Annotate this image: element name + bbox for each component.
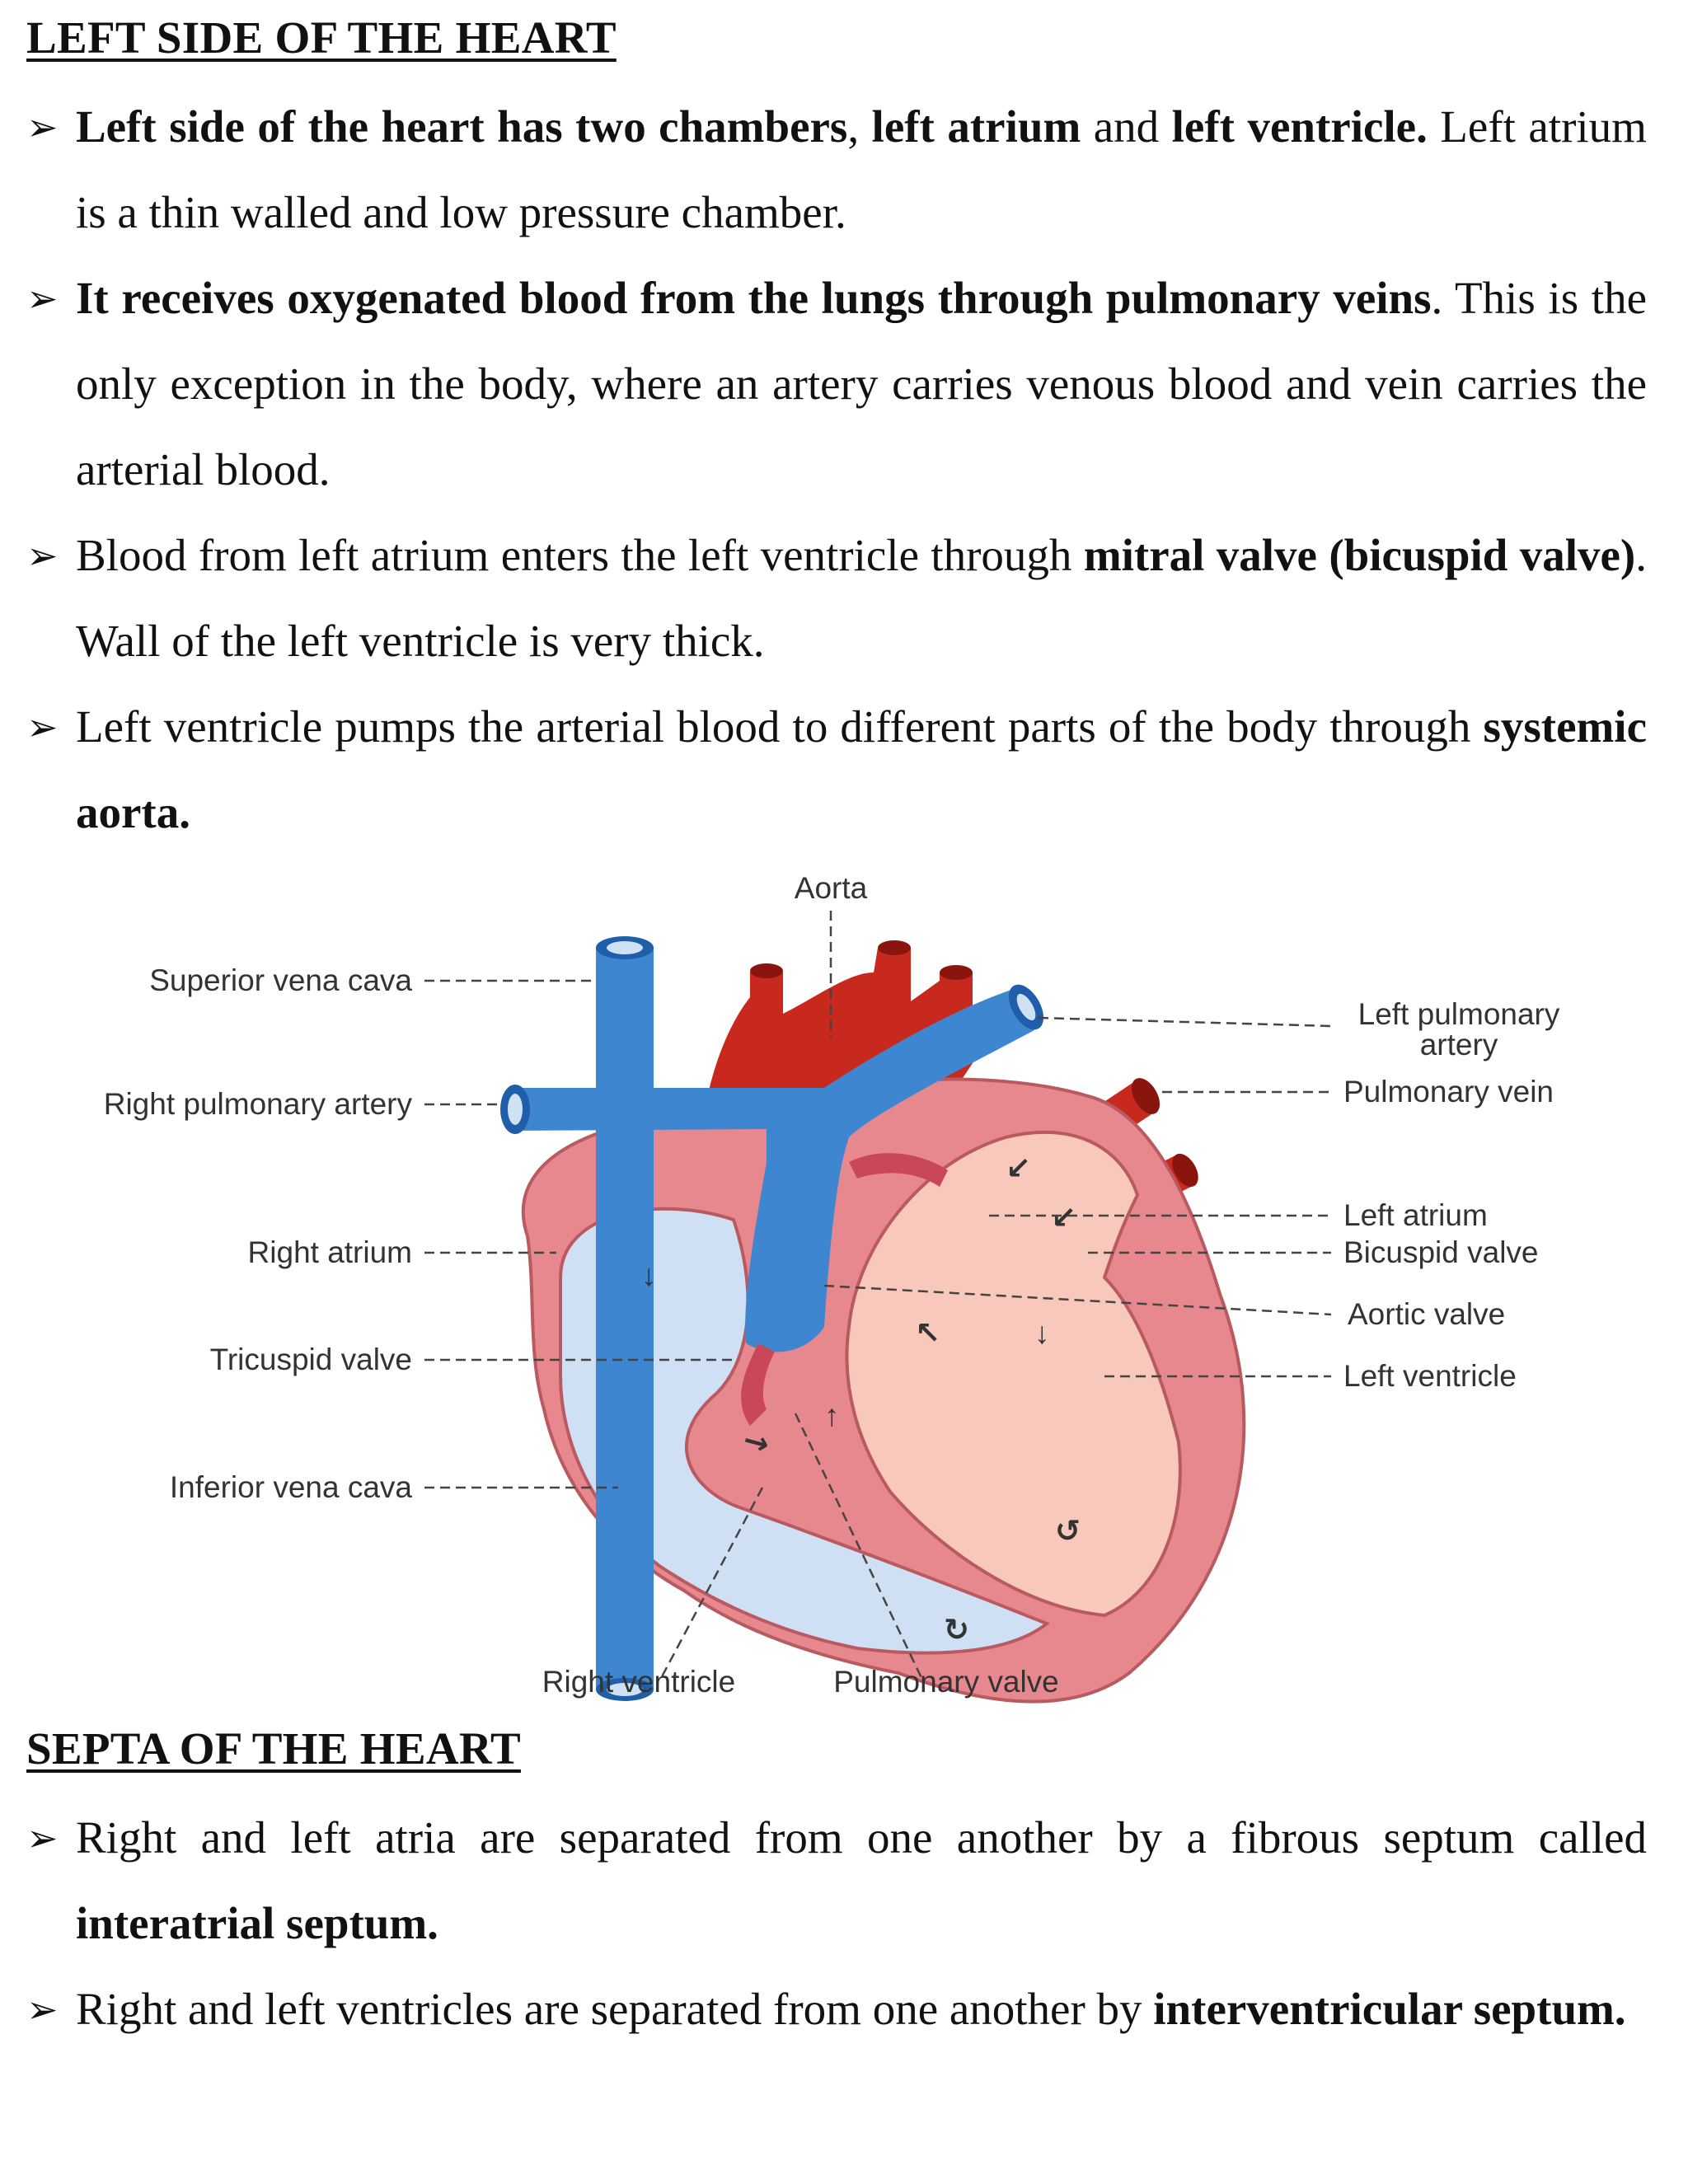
body-text: . Wall of the left ventricle is very thi… (76, 530, 1648, 666)
diagram-labels: Aorta Superior vena cava Right pulmonary… (104, 871, 1560, 1699)
bold-text: mitral valve (bicuspid valve) (1083, 530, 1636, 580)
bullet-arrow-icon: ➢ (26, 105, 59, 149)
svg-text:↙: ↙ (1006, 1151, 1031, 1185)
bold-text: Left side of the heart has two chambers (76, 101, 848, 152)
section-heading-left-side: LEFT SIDE OF THE HEART (26, 12, 617, 63)
leader-lines (424, 911, 1332, 1682)
label-left-pulmonary-artery-line1: Left pulmonary (1358, 997, 1560, 1031)
bold-text: left ventricle. (1171, 101, 1428, 152)
svg-text:↑: ↑ (824, 1399, 840, 1432)
svg-text:↙: ↙ (1051, 1201, 1076, 1235)
label-right-ventricle: Right ventricle (542, 1665, 735, 1699)
bullet-arrow-icon: ➢ (26, 1816, 59, 1860)
label-pulmonary-valve: Pulmonary valve (833, 1665, 1059, 1699)
bullet-list-left-side: ➢ Left side of the heart has two chambers… (26, 84, 1647, 855)
body-text: and (1081, 101, 1172, 152)
section-heading-septa: SEPTA OF THE HEART (26, 1723, 521, 1774)
svg-text:↖: ↖ (915, 1316, 940, 1350)
bullet-item: ➢ Left side of the heart has two chambers… (26, 84, 1647, 255)
label-inferior-vena-cava: Inferior vena cava (170, 1470, 413, 1504)
bold-text: interventricular septum. (1153, 1984, 1626, 2034)
svg-text:↺: ↺ (1055, 1514, 1081, 1548)
label-right-atrium: Right atrium (248, 1235, 412, 1269)
pulmonary-artery-vessel (500, 984, 1044, 1352)
bullet-arrow-icon: ➢ (26, 1987, 59, 2032)
body-text: , (847, 101, 872, 152)
body-text: Right and left ventricles are separated … (76, 1984, 1154, 2034)
bold-text: It receives oxygenated blood from the lu… (76, 273, 1432, 323)
label-aortic-valve: Aortic valve (1348, 1297, 1505, 1331)
svg-text:↓: ↓ (1034, 1316, 1050, 1350)
label-superior-vena-cava: Superior vena cava (149, 963, 412, 997)
label-left-atrium: Left atrium (1343, 1198, 1488, 1232)
bullet-item: ➢ Right and left ventricles are separated… (26, 1966, 1647, 2052)
label-bicuspid-valve: Bicuspid valve (1343, 1235, 1539, 1269)
body-text: Left ventricle pumps the arterial blood … (76, 701, 1484, 752)
body-text: Right and left atria are separated from … (76, 1812, 1647, 1863)
bullet-item: ➢ Right and left atria are separated from… (26, 1795, 1647, 1966)
bold-text: left atrium (871, 101, 1081, 152)
label-pulmonary-vein: Pulmonary vein (1343, 1075, 1554, 1108)
right-chamber (559, 1207, 1050, 1655)
label-left-pulmonary-artery-line2: artery (1420, 1028, 1498, 1062)
bullet-item: ➢ Left ventricle pumps the arterial blood… (26, 684, 1647, 855)
bold-text: interatrial septum. (76, 1898, 438, 1948)
bullet-arrow-icon: ➢ (26, 276, 59, 321)
body-text: Left atrium is a thin walled and low pre… (76, 101, 1647, 237)
bold-text: systemic aorta. (76, 701, 1647, 837)
svg-text:↻: ↻ (944, 1613, 969, 1647)
bullet-arrow-icon: ➢ (26, 705, 59, 749)
bullet-item: ➢ It receives oxygenated blood from the l… (26, 255, 1647, 513)
svg-text:↓: ↓ (641, 1258, 657, 1292)
bullet-arrow-icon: ➢ (26, 533, 59, 578)
label-aorta: Aorta (795, 871, 868, 905)
body-text: . This is the only exception in the body… (76, 273, 1647, 494)
label-right-pulmonary-artery: Right pulmonary artery (104, 1087, 413, 1121)
heart-diagram: ↓ ↘ ↑ ↻ ↙ ↙ ↓ ↖ ↺ Aorta Superior vena ca… (104, 871, 1560, 1704)
label-left-ventricle: Left ventricle (1343, 1359, 1517, 1393)
vena-cava-vessel (596, 936, 654, 1701)
body-text: Blood from left atrium enters the left v… (76, 530, 1084, 580)
bullet-list-septa: ➢ Right and left atria are separated from… (26, 1795, 1647, 2052)
label-tricuspid-valve: Tricuspid valve (210, 1343, 412, 1376)
bullet-item: ➢ Blood from left atrium enters the left … (26, 513, 1647, 684)
